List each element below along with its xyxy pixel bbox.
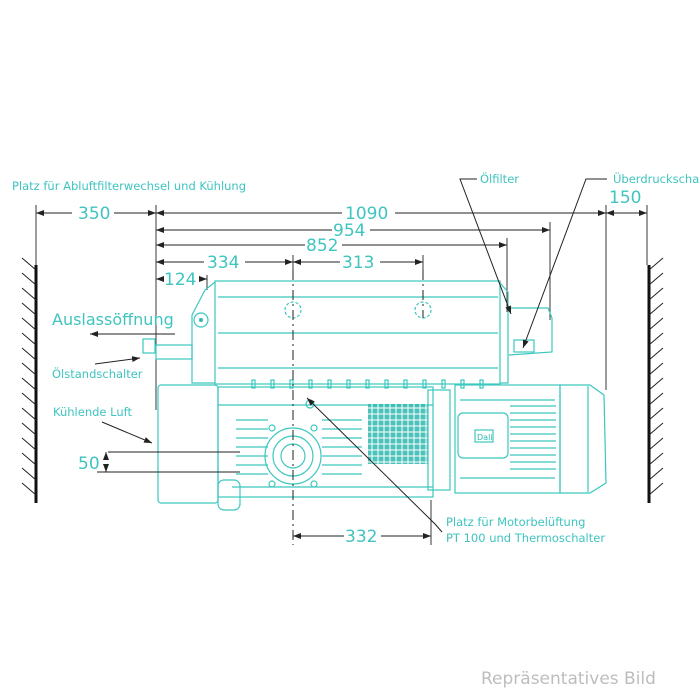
dim-1090-label: 1090 xyxy=(345,204,388,224)
wall-hatch xyxy=(21,287,37,301)
dimension-50: 50 xyxy=(78,451,240,474)
wall-hatch xyxy=(648,422,664,436)
wall-hatch xyxy=(648,437,664,451)
wall-hatch xyxy=(21,272,37,286)
oil-filter-label: Ölfilter xyxy=(480,170,519,186)
wall-hatch xyxy=(21,422,37,436)
wall-hatch xyxy=(648,287,664,301)
dimension-124: 124 xyxy=(156,270,207,290)
dim-124-label: 124 xyxy=(164,270,196,290)
dim-852-label: 852 xyxy=(306,236,338,256)
motor-note-line2: PT 100 und Thermoschalter xyxy=(446,531,605,545)
right-wall xyxy=(647,257,664,503)
wall-hatch xyxy=(21,347,37,361)
dimension-954: 954 xyxy=(156,221,550,241)
wall-hatch xyxy=(648,392,664,406)
wall-hatch xyxy=(21,302,37,316)
wall-hatch xyxy=(21,362,37,376)
dim-332-label: 332 xyxy=(345,527,377,547)
dim-150-label: 150 xyxy=(609,188,641,208)
wall-hatch xyxy=(21,392,37,406)
fin-tab xyxy=(346,379,351,389)
wall-hatch xyxy=(648,377,664,391)
wall-hatch xyxy=(648,347,664,361)
wall-hatch xyxy=(648,272,664,286)
fin-tab xyxy=(365,379,370,389)
fin-tab xyxy=(441,379,446,389)
oil-level-switch-label: Ölstandschalter xyxy=(52,365,143,381)
dimension-313: 313 xyxy=(293,253,423,273)
wall-hatch xyxy=(648,452,664,466)
wall-hatch xyxy=(648,362,664,376)
overpressure-leader xyxy=(522,178,607,349)
fin-tab xyxy=(460,379,465,389)
wall-hatch xyxy=(21,257,37,271)
fin-tab xyxy=(479,379,484,389)
motor: Dali xyxy=(454,384,607,494)
motor-badge: Dali xyxy=(477,433,493,442)
dim-334-label: 334 xyxy=(207,253,239,273)
wall-hatch xyxy=(648,482,664,496)
dim-350-label: 350 xyxy=(78,204,110,224)
overpressure-switch-label: Überdruckscha xyxy=(613,170,699,186)
dim-313-label: 313 xyxy=(342,253,374,273)
fin-tab xyxy=(327,379,332,389)
pump-housing xyxy=(142,280,553,511)
dimension-150: 150 xyxy=(606,188,647,216)
fin-tab xyxy=(384,379,389,389)
wall-hatch xyxy=(21,467,37,481)
dimension-852: 852 xyxy=(156,236,507,256)
fin-tab xyxy=(308,379,313,389)
wall-hatch xyxy=(21,437,37,451)
fin-tab xyxy=(270,379,275,389)
wall-hatch xyxy=(21,332,37,346)
exhaust-opening-label: Auslassöffnung xyxy=(52,310,174,329)
top-left-note: Platz für Abluftfilterwechsel und Kühlun… xyxy=(12,179,246,193)
fin-tab xyxy=(403,379,408,389)
wall-hatch xyxy=(648,467,664,481)
wall-hatch xyxy=(21,482,37,496)
dimension-350: 350 xyxy=(36,204,156,224)
dim-50-label: 50 xyxy=(78,454,100,474)
motor-note-line1: Platz für Motorbelüftung xyxy=(446,515,585,529)
wall-hatch xyxy=(648,302,664,316)
oil-filter-leader xyxy=(459,178,512,315)
wall-hatch xyxy=(21,377,37,391)
fin-tab xyxy=(422,379,427,389)
dimension-1090: 1090 xyxy=(156,204,606,224)
wall-hatch xyxy=(21,407,37,421)
wall-hatch xyxy=(648,317,664,331)
dimension-332: 332 xyxy=(293,500,432,547)
motor-note-leader xyxy=(306,397,443,533)
oil-level-leader xyxy=(94,356,141,365)
left-wall xyxy=(21,257,38,503)
wall-hatch xyxy=(648,407,664,421)
fin-tab xyxy=(251,379,256,389)
wall-hatch xyxy=(648,257,664,271)
wall-hatch xyxy=(21,452,37,466)
dimension-334: 334 xyxy=(156,253,293,273)
wall-hatch xyxy=(648,332,664,346)
cooling-air-label: Kühlende Luft xyxy=(53,405,132,419)
cooling-air-arrow xyxy=(101,421,153,444)
wall-hatch xyxy=(21,317,37,331)
dim-954-label: 954 xyxy=(333,221,365,241)
watermark: Repräsentatives Bild xyxy=(481,669,656,689)
